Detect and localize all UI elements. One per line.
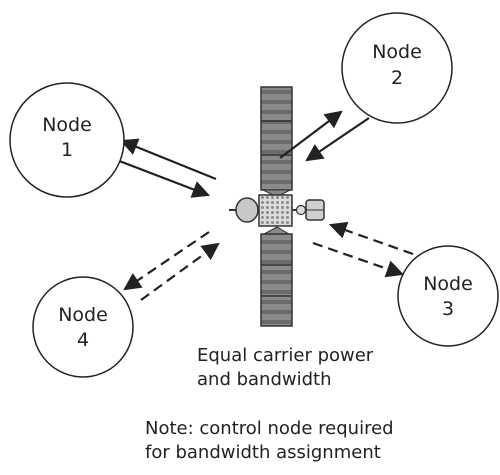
control-node-note: Note: control node required for bandwidt… xyxy=(145,417,394,465)
power-bandwidth-caption: Equal carrier power and bandwidth xyxy=(197,344,373,392)
satellite-icon xyxy=(229,86,325,327)
link-node-1 xyxy=(113,138,217,198)
antenna-feed xyxy=(295,204,307,216)
link-node-3 xyxy=(312,221,414,278)
link-node-2 xyxy=(279,110,370,162)
note-line1: Note: control node required xyxy=(145,418,394,439)
node-1-number: 1 xyxy=(61,139,73,161)
note-line2: for bandwidth assignment xyxy=(145,442,381,463)
node-3: Node 3 xyxy=(397,245,499,347)
node-4-label: Node xyxy=(58,304,108,326)
node-2-number: 2 xyxy=(391,67,403,89)
upper-solar-panel xyxy=(260,86,293,198)
link-node-4 xyxy=(123,231,220,301)
node-2: Node 2 xyxy=(341,12,453,124)
node-1-label: Node xyxy=(42,114,92,136)
node-3-number: 3 xyxy=(442,298,454,320)
node-4: Node 4 xyxy=(32,276,134,378)
power-caption-line1: Equal carrier power xyxy=(197,345,374,366)
power-caption-line2: and bandwidth xyxy=(197,369,332,390)
antenna-dish xyxy=(235,197,259,223)
node-4-number: 4 xyxy=(77,329,89,351)
node-3-label: Node xyxy=(423,273,473,295)
node-2-label: Node xyxy=(372,41,422,63)
lower-solar-panel xyxy=(260,226,293,327)
satellite-body xyxy=(258,194,293,227)
node-1: Node 1 xyxy=(9,82,125,198)
